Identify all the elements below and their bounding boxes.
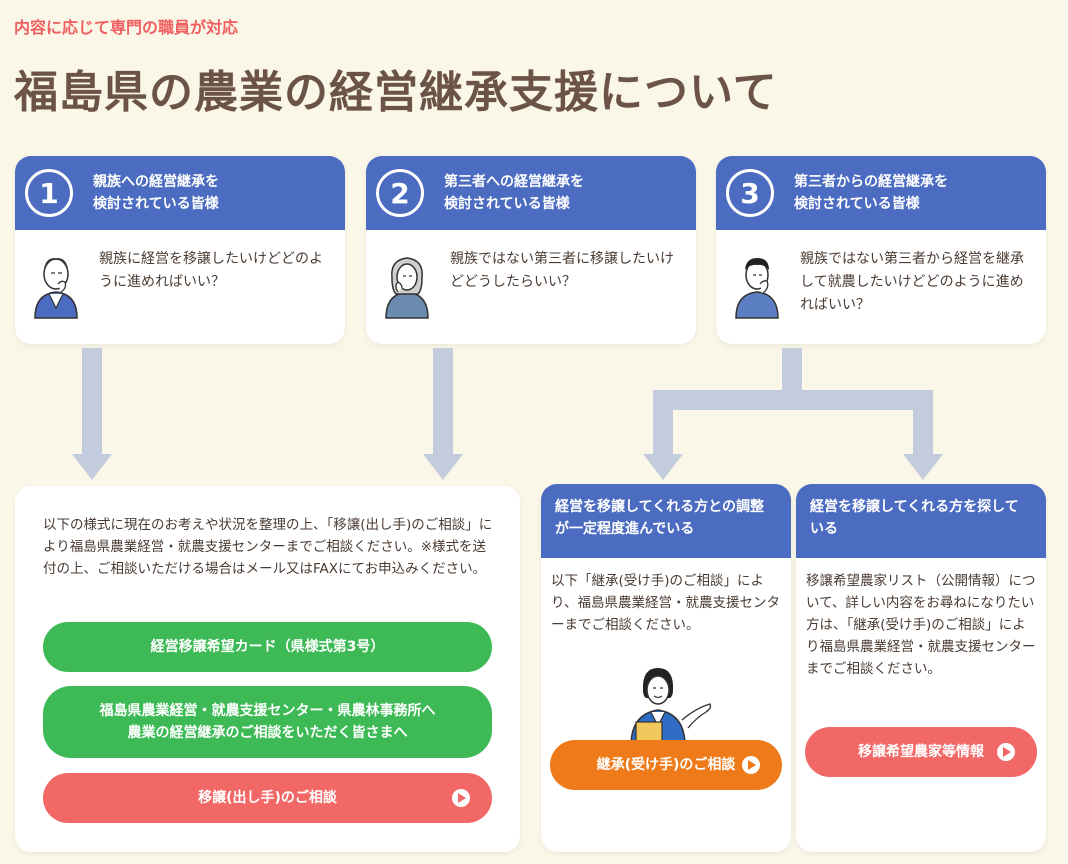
card-question: 親族ではない第三者に移譲したいけどどうしたらいい？ [450, 251, 674, 290]
elderly-woman-thinking-icon [376, 248, 438, 320]
button-label: 移譲(出し手)のご相談 [198, 790, 337, 806]
transfer-consult-button[interactable]: 移譲(出し手)のご相談 [43, 773, 492, 823]
arrow-down-icon [423, 454, 463, 480]
button-label: 継承(受け手)のご相談 [596, 757, 736, 773]
elderly-man-thinking-icon [25, 248, 87, 320]
arrow-down-icon [643, 454, 683, 480]
female-staff-illustration-icon [616, 656, 726, 747]
button-label: 移譲希望農家等情報 [858, 744, 984, 760]
card-header-line2: 検討されている皆様 [794, 196, 920, 212]
number-badge: 2 [376, 169, 424, 217]
number-badge: 1 [25, 169, 73, 217]
mid-panel-header: 経営を移譲してくれる方との調整が一定程度進んでいる [541, 484, 791, 558]
case-card-1: 1 親族への経営継承を 検討されている皆様 親族に経営を移譲したいけどどのように… [15, 156, 345, 344]
card-question: 親族に経営を移譲したいけどどのように進めればいい？ [99, 251, 323, 290]
case-card-header: 3 第三者からの経営継承を 検討されている皆様 [716, 156, 1046, 230]
young-man-thinking-icon [726, 248, 788, 320]
right-panel: 経営を移譲してくれる方を探している 移譲希望農家リスト（公開情報）について、詳し… [796, 484, 1046, 852]
right-panel-text: 移譲希望農家リスト（公開情報）について、詳しい内容をお尋ねになりたい方は、「継承… [806, 573, 1036, 677]
management-transfer-card-button[interactable]: 経営移譲希望カード（県様式第3号） [43, 622, 492, 672]
card-question: 親族ではない第三者から経営を継承して就農したいけどどのように進めればいい？ [800, 251, 1024, 313]
mid-panel: 経営を移譲してくれる方との調整が一定程度進んでいる 以下「継承(受け手)のご相談… [541, 484, 791, 852]
case-card-header: 1 親族への経営継承を 検討されている皆様 [15, 156, 345, 230]
center-consult-info-button[interactable]: 福島県農業経営・就農支援センター・県農林事務所へ 農業の経営継承のご相談をいただ… [43, 686, 492, 758]
card-header-line1: 第三者からの経営継承を [794, 174, 948, 190]
button-label: 経営移譲希望カード（県様式第3号） [150, 639, 385, 655]
button-label-line1: 福島県農業経営・就農支援センター・県農林事務所へ [99, 703, 436, 719]
left-panel: 以下の様式に現在のお考えや状況を整理の上、「移譲(出し手)のご相談」により福島県… [15, 486, 520, 852]
flow-connector [433, 348, 453, 460]
flow-connector [653, 390, 933, 410]
card-header-line1: 第三者への経営継承を [444, 174, 584, 190]
case-card-2: 2 第三者への経営継承を 検討されている皆様 親族ではない第三者に移譲したいけど… [366, 156, 696, 344]
mid-panel-text: 以下「継承(受け手)のご相談」により、福島県農業経営・就農支援センターまでご相談… [551, 573, 780, 633]
card-header-line2: 検討されている皆様 [444, 196, 570, 212]
left-panel-text: 以下の様式に現在のお考えや状況を整理の上、「移譲(出し手)のご相談」により福島県… [43, 517, 493, 577]
card-header-line1: 親族への経営継承を [93, 174, 219, 190]
page-title: 福島県の農業の経営継承支援について [14, 67, 778, 118]
play-icon [452, 789, 470, 807]
succession-consult-button[interactable]: 継承(受け手)のご相談 [550, 740, 782, 790]
button-label-line2: 農業の経営継承のご相談をいただく皆さまへ [127, 725, 408, 741]
case-card-header: 2 第三者への経営継承を 検討されている皆様 [366, 156, 696, 230]
flow-connector [82, 348, 102, 460]
arrow-down-icon [72, 454, 112, 480]
play-icon [742, 756, 760, 774]
number-badge: 3 [726, 169, 774, 217]
right-panel-header: 経営を移譲してくれる方を探している [796, 484, 1046, 558]
play-icon [997, 743, 1015, 761]
flow-connector [913, 390, 933, 460]
card-header-line2: 検討されている皆様 [93, 196, 219, 212]
case-card-3: 3 第三者からの経営継承を 検討されている皆様 親族ではない第三者から経営を継承… [716, 156, 1046, 344]
flow-connector [653, 390, 673, 460]
tagline: 内容に応じて専門の職員が対応 [14, 18, 239, 37]
flow-connector [782, 348, 802, 394]
arrow-down-icon [903, 454, 943, 480]
transfer-farm-info-button[interactable]: 移譲希望農家等情報 [805, 727, 1037, 777]
